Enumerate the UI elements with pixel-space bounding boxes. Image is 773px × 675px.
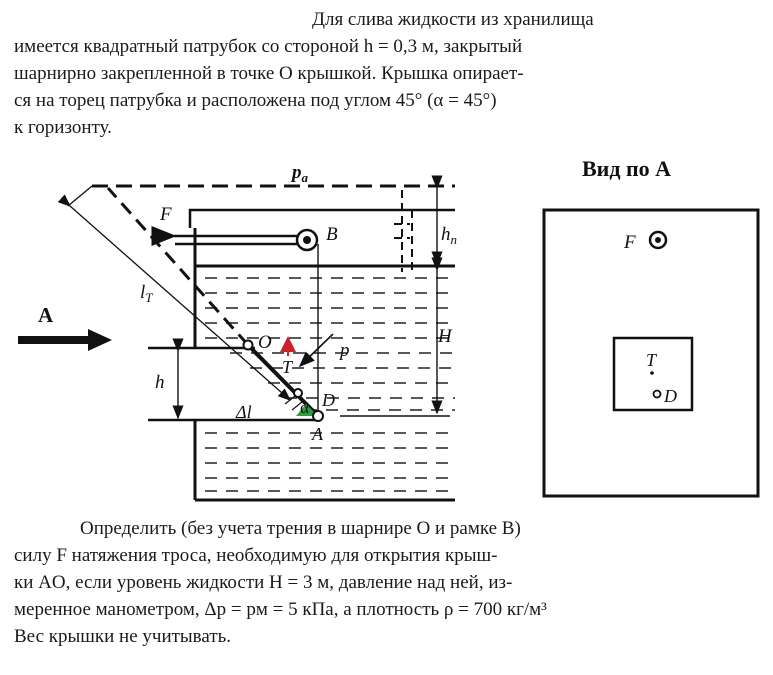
cable: [151, 226, 319, 416]
alpha-angle-fill: [296, 404, 318, 416]
text-line: ся на торец патрубка и расположена под у…: [14, 90, 497, 111]
liquid-hatching: [205, 277, 455, 492]
tank: [92, 184, 455, 502]
view-pipe-square: [612, 336, 694, 412]
text-line: к горизонту.: [14, 117, 112, 138]
view-frame: [542, 208, 760, 498]
lt-dimension: [57, 194, 291, 401]
view-label-d: D: [663, 386, 677, 406]
label-hp: hп: [441, 224, 457, 247]
text-line: силу F натяжения троса, необходимую для …: [14, 545, 498, 566]
label-pa: pa: [290, 162, 309, 185]
label-t: T: [282, 357, 294, 377]
view-title: Вид по А: [582, 156, 671, 181]
view-label-t: T: [646, 350, 658, 370]
text-line: Для слива жидкости из хранилища: [312, 9, 594, 30]
label-f: F: [159, 204, 172, 225]
text-line: ки AO, если уровень жидкости H = 3 м, да…: [14, 572, 513, 593]
manometer: [394, 190, 413, 272]
text-line: имеется квадратный патрубок со стороной …: [14, 36, 523, 57]
pressure-vector: [298, 333, 334, 368]
problem-diagram: pa F B hп lT A O T p H h D α Δl A Вид по…: [18, 156, 760, 502]
label-alpha: α: [300, 398, 309, 417]
label-b: B: [326, 224, 338, 245]
view-a-arrow: [18, 329, 112, 351]
label-view-a-arrow: A: [38, 303, 54, 327]
label-o: O: [258, 332, 272, 353]
hinge-o: [242, 339, 254, 351]
label-h-large: H: [437, 326, 453, 347]
view-point-d: [652, 389, 662, 399]
text-line: меренное манометром, Δp = pм = 5 кПа, а …: [14, 599, 547, 620]
label-p-vector: p: [338, 340, 350, 361]
text-line: Определить (без учета трения в шарнире O…: [80, 518, 521, 539]
lid-ao: [57, 185, 320, 418]
label-lt: lT: [140, 282, 153, 305]
label-d: D: [321, 390, 335, 410]
label-h-small: h: [155, 372, 165, 393]
text-line: шарнирно закрепленной в точке O крышкой.…: [14, 63, 524, 84]
problem-statement-bottom: Определить (без учета трения в шарнире O…: [14, 515, 762, 650]
point-a: [312, 410, 324, 422]
label-a-point: A: [311, 424, 324, 444]
problem-statement-top: Для слива жидкости из хранилища имеется …: [14, 6, 762, 141]
text-line: Вес крышки не учитывать.: [14, 626, 232, 647]
label-delta-l: Δl: [235, 402, 252, 422]
h-large-dimension: [340, 257, 450, 417]
view-label-f: F: [623, 232, 636, 253]
tank-top-wall: [188, 208, 455, 228]
point-d: [293, 388, 303, 398]
